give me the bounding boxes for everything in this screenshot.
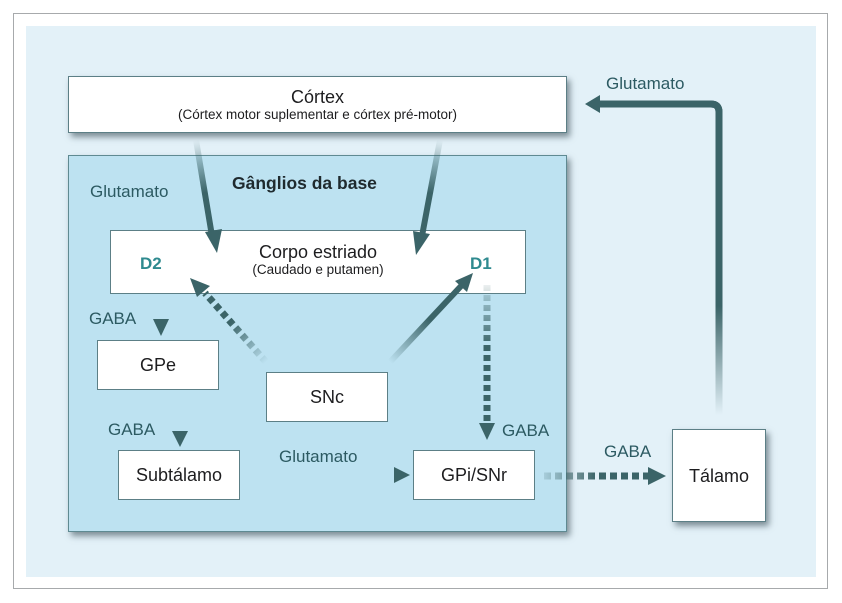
gpi-snr-label: GPi/SNr: [440, 465, 507, 485]
node-gpi-snr: GPi/SNr: [413, 450, 535, 500]
striatum-label: Corpo estriado: [258, 242, 378, 262]
edge-label-gpe-subthalamus: GABA: [108, 420, 156, 439]
gpe-label: GPe: [139, 355, 177, 375]
edge-label-d2-gpe: GABA: [89, 309, 137, 328]
edge-label-gpi-thalamus: GABA: [604, 442, 652, 461]
cortex-label: Córtex: [290, 86, 344, 107]
cortex-sublabel: (Córtex motor suplementar e córtex pré-m…: [177, 106, 458, 122]
node-snc: SNc: [266, 372, 388, 422]
edge-label-d1-gpi: GABA: [502, 421, 550, 440]
striatum-sublabel: (Caudado e putamen): [252, 262, 384, 277]
edge-label-subthalamus-gpi: Glutamato: [279, 447, 358, 466]
subthalamus-label: Subtálamo: [135, 465, 223, 485]
edge-label-thalamus-cortex: Glutamato: [606, 74, 685, 93]
node-striatum: Corpo estriado (Caudado e putamen): [110, 230, 526, 294]
node-thalamus: Tálamo: [672, 429, 766, 522]
node-cortex: Córtex (Córtex motor suplementar e córte…: [68, 76, 567, 133]
node-gpe: GPe: [97, 340, 219, 390]
thalamus-label: Tálamo: [688, 465, 750, 486]
basal-ganglia-title: Gânglios da base: [232, 173, 377, 193]
receptor-d2: D2: [140, 254, 162, 273]
edge-label-cortex-striatum: Glutamato: [90, 182, 169, 201]
receptor-d1: D1: [470, 254, 492, 273]
node-subthalamus: Subtálamo: [118, 450, 240, 500]
snc-label: SNc: [309, 387, 344, 407]
